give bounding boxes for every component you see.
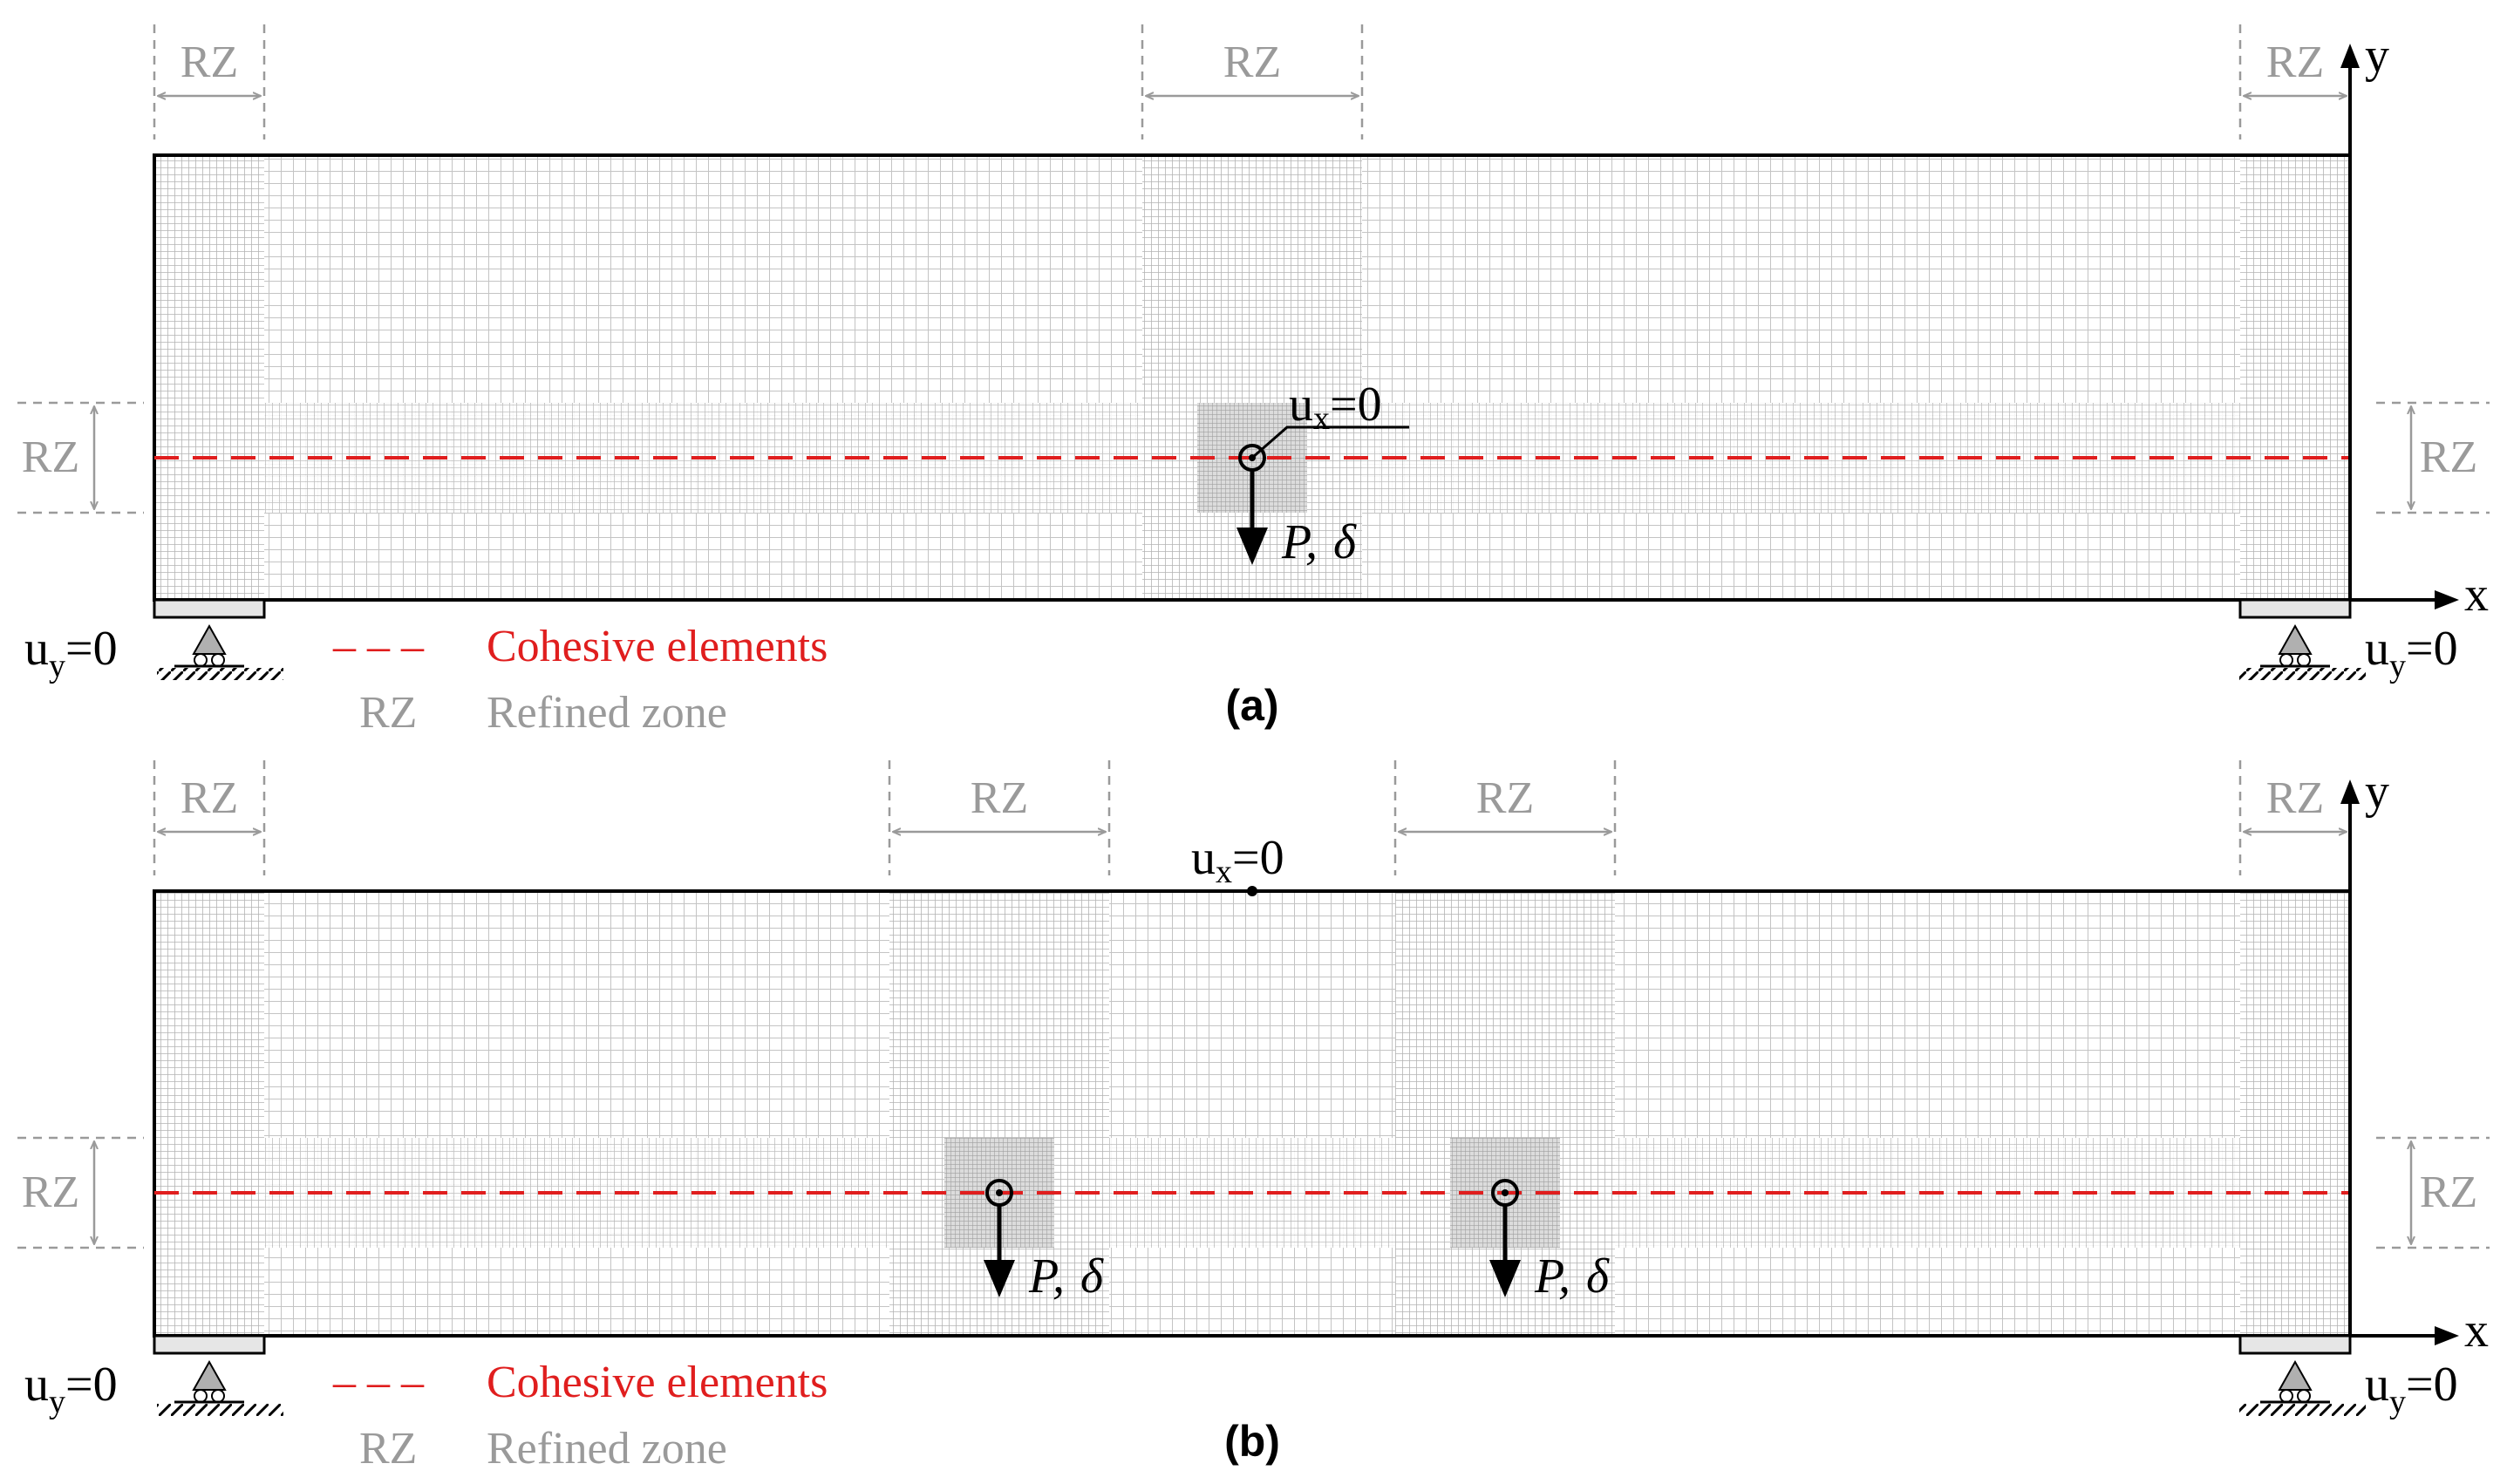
axis-y-b — [2340, 779, 2360, 1336]
load-point-a — [1238, 444, 1266, 472]
refined-zone-support-left-b — [154, 891, 264, 1336]
axis-x-label-a: x — [2464, 568, 2489, 622]
load-label-left-b: P,δ — [1028, 1249, 1104, 1304]
support-plate-right-b — [2238, 1334, 2352, 1355]
beam-mesh-b — [154, 891, 2350, 1336]
rz-dimension-top-right-b — [2238, 760, 2347, 875]
roller-support-left-b — [157, 1359, 283, 1416]
load-arrow-a — [1236, 471, 1268, 565]
axis-x-b — [2350, 1326, 2459, 1345]
rz-label-side-right-b: RZ — [2420, 1167, 2477, 1217]
axis-x-label-b: x — [2464, 1304, 2489, 1358]
axis-x-a — [2350, 590, 2459, 609]
rz-dimension-side-left-a — [17, 401, 144, 514]
load-label-a: P,δ — [1281, 515, 1357, 569]
legend-cohesive-symbol-b: – – – — [332, 1358, 425, 1407]
axis-y-label-b: y — [2365, 765, 2389, 819]
rz-label-side-left-a: RZ — [22, 432, 79, 482]
support-condition-right-a: uy=0 — [2365, 622, 2458, 684]
legend-refined-symbol-a: RZ — [359, 688, 417, 738]
legend-cohesive-symbol-a: – – – — [332, 622, 425, 671]
constraint-leader-a — [1251, 425, 1409, 459]
rz-dimension-side-right-b — [2376, 1136, 2490, 1249]
refined-zone-support-right-a — [2240, 155, 2350, 600]
support-plate-left-a — [153, 598, 266, 619]
refined-zone-support-left-a — [154, 155, 264, 600]
legend-cohesive-text-b: Cohesive elements — [487, 1358, 828, 1407]
rz-label-top-left-b: RZ — [181, 773, 238, 823]
legend-cohesive-text-a: Cohesive elements — [487, 622, 828, 671]
panel-caption-b: (b) — [1224, 1417, 1280, 1466]
rz-label-top-right-a: RZ — [2266, 37, 2324, 87]
load-arrow-right-b — [1489, 1206, 1521, 1297]
rz-dimension-top-right-a — [2238, 24, 2347, 140]
load-point-left-b — [985, 1179, 1013, 1207]
rz-label-side-left-b: RZ — [22, 1167, 79, 1217]
axis-y-a — [2340, 44, 2360, 600]
load-label-right-b: P,δ — [1534, 1249, 1610, 1304]
legend-refined-text-a: Refined zone — [487, 688, 727, 738]
rz-label-side-right-a: RZ — [2420, 432, 2477, 482]
constraint-point-b — [1247, 886, 1257, 896]
roller-support-right-b — [2239, 1359, 2366, 1416]
legend-refined-text-b: Refined zone — [487, 1424, 727, 1474]
support-condition-left-a: uy=0 — [24, 622, 118, 684]
refined-zone-support-right-b — [2240, 891, 2350, 1336]
support-plate-left-b — [153, 1334, 266, 1355]
rz-label-top-center-left-b: RZ — [971, 773, 1028, 823]
axis-y-label-a: y — [2365, 29, 2389, 83]
constraint-label-a: ux=0 — [1289, 378, 1382, 437]
rz-label-top-left-a: RZ — [181, 37, 238, 87]
panel-a: RZ RZ RZ RZ RZ y — [17, 24, 2490, 738]
roller-support-left-a — [157, 623, 283, 680]
support-plate-right-a — [2238, 598, 2352, 619]
rz-label-top-center-right-b: RZ — [1476, 773, 1534, 823]
rz-dimension-side-left-b — [17, 1136, 144, 1249]
load-point-right-b — [1491, 1179, 1519, 1207]
panel-b: RZ RZ RZ RZ RZ RZ — [17, 760, 2490, 1474]
legend-refined-symbol-b: RZ — [359, 1424, 417, 1474]
rz-dimension-side-right-a — [2376, 401, 2490, 514]
rz-label-top-center-a: RZ — [1223, 37, 1281, 87]
rz-dimension-top-left-b — [153, 760, 266, 875]
load-arrow-left-b — [984, 1206, 1015, 1297]
rz-label-top-right-b: RZ — [2266, 773, 2324, 823]
rz-dimension-top-left-a — [153, 24, 266, 140]
rz-dimension-top-center-left-b — [888, 760, 1111, 875]
constraint-label-b: ux=0 — [1191, 831, 1284, 890]
rz-dimension-top-center-a — [1141, 24, 1364, 140]
support-condition-left-b: uy=0 — [24, 1358, 118, 1420]
rz-dimension-top-center-right-b — [1393, 760, 1617, 875]
panel-caption-a: (a) — [1225, 681, 1278, 730]
roller-support-right-a — [2239, 623, 2366, 680]
support-condition-right-b: uy=0 — [2365, 1358, 2458, 1420]
